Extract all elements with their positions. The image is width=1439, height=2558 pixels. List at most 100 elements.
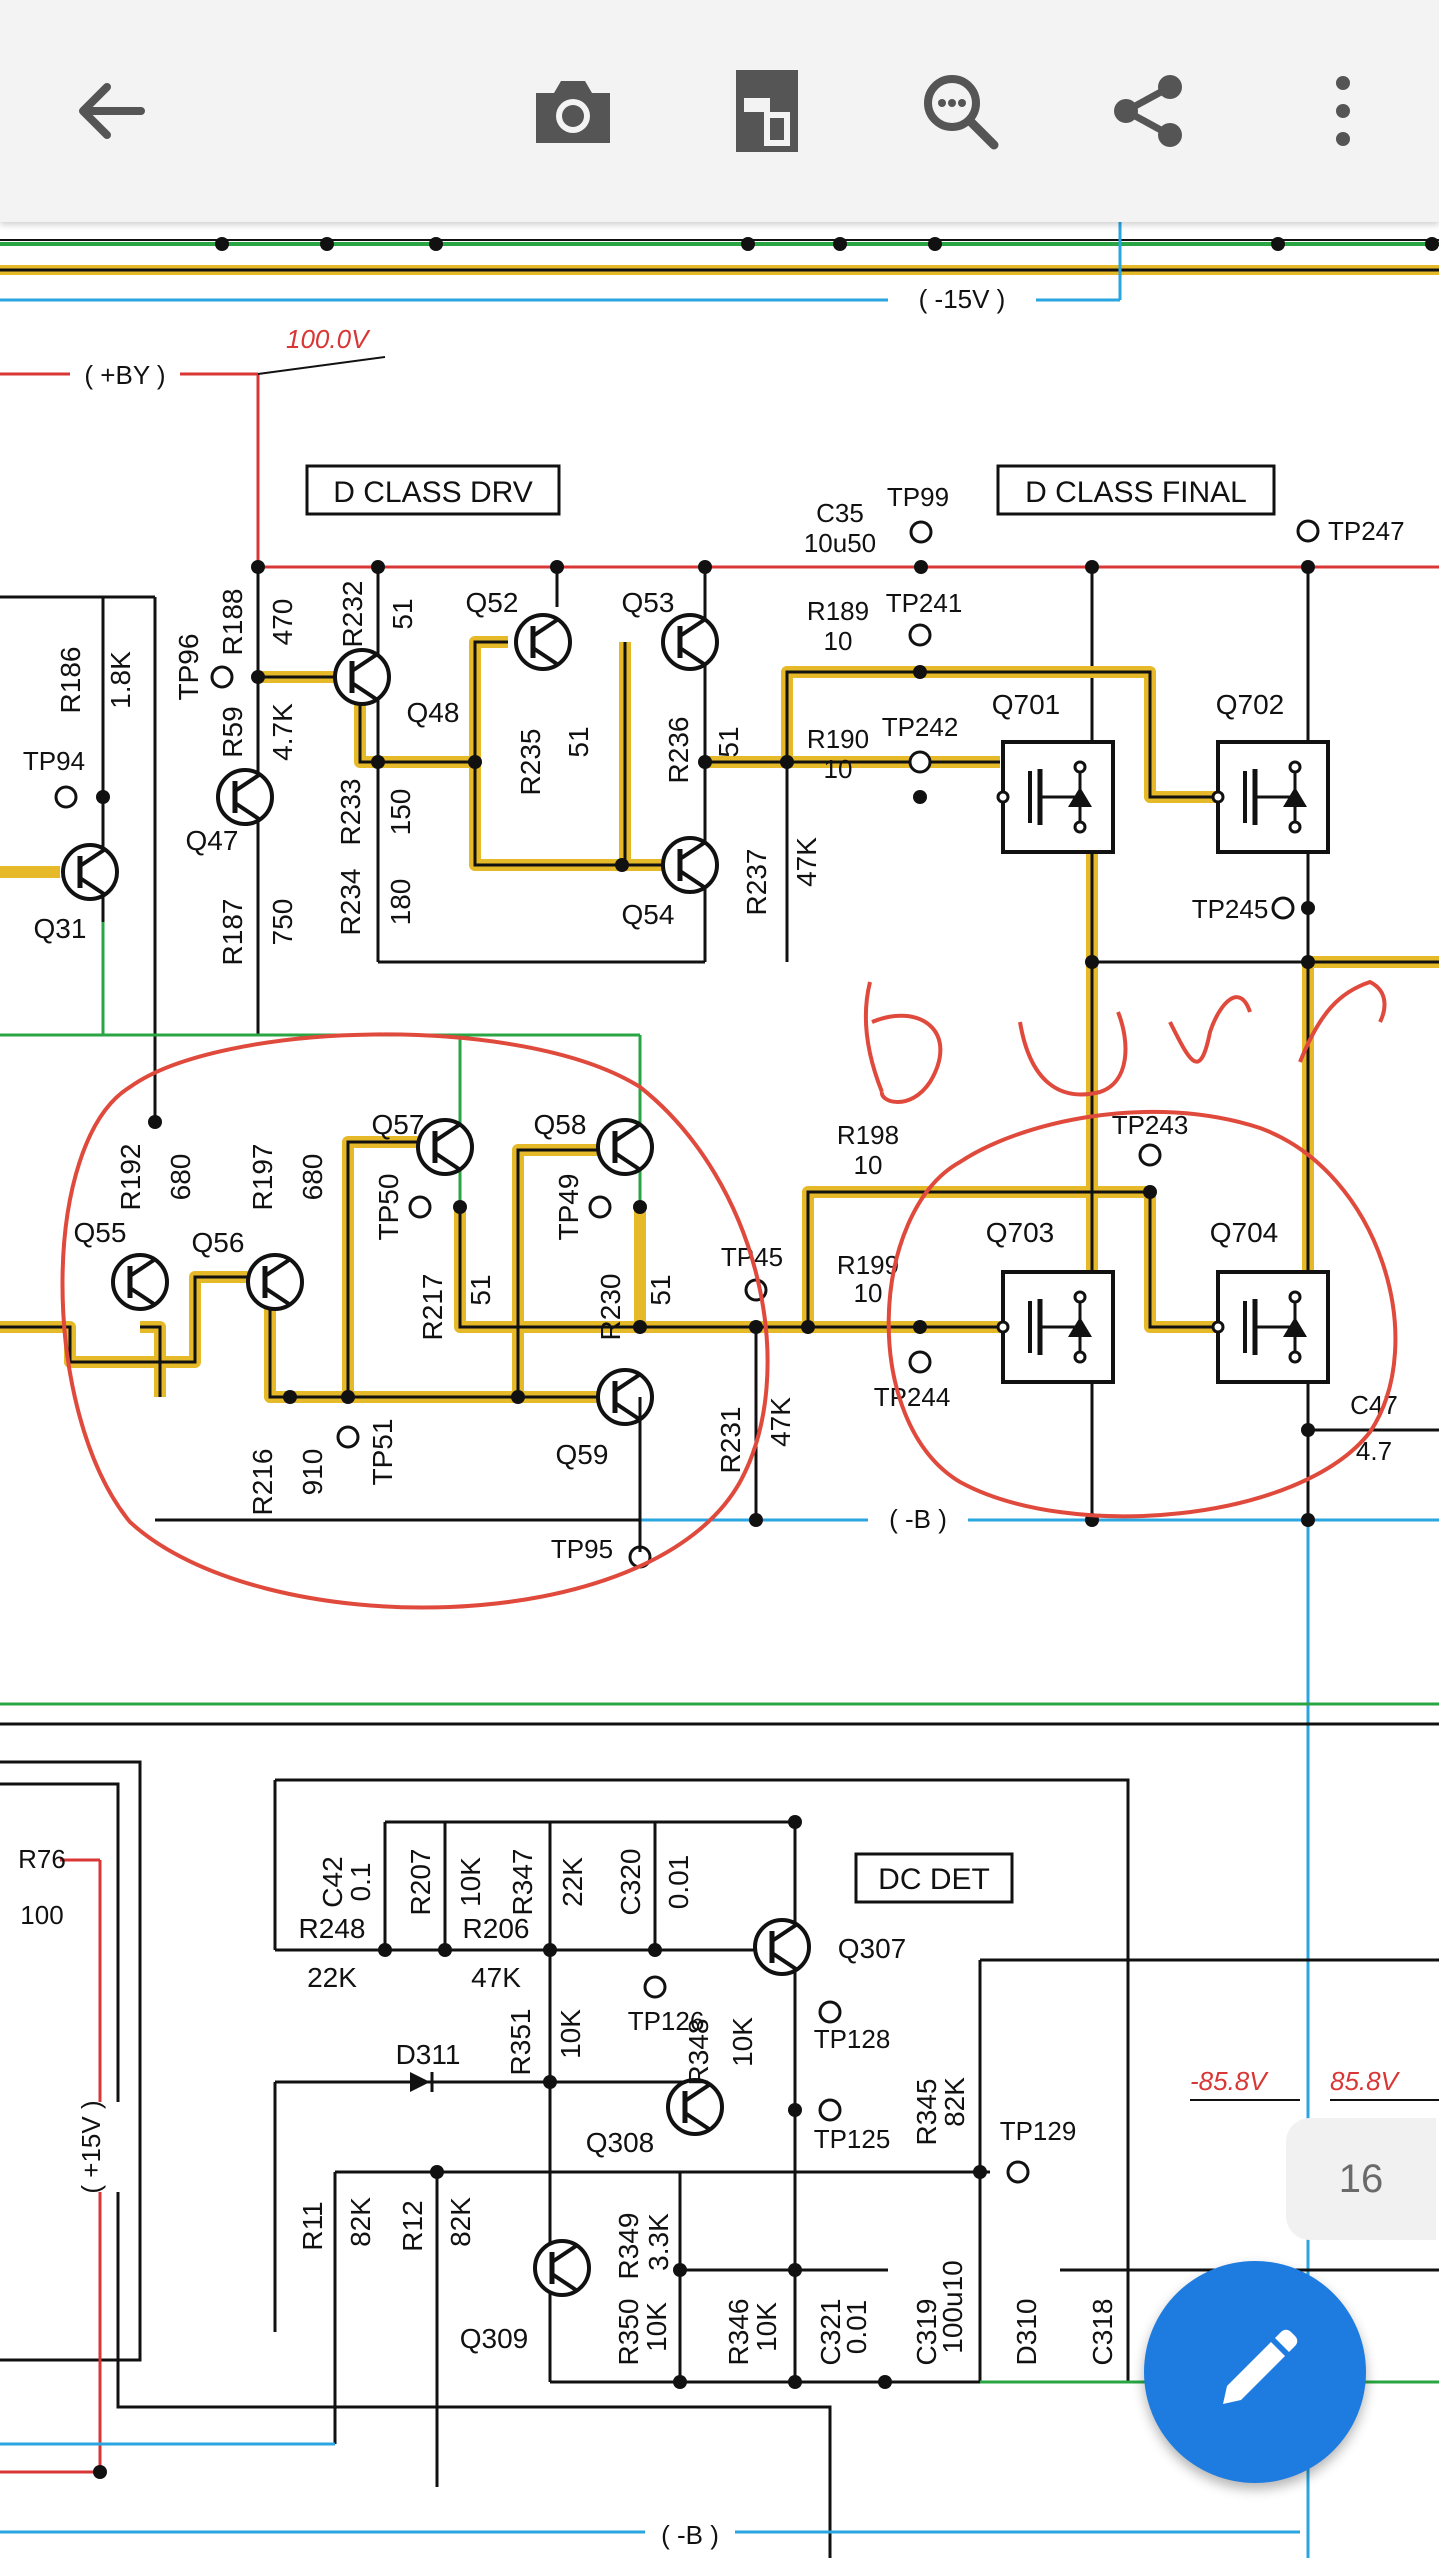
edit-fab-button[interactable] xyxy=(1144,2261,1366,2483)
more-vert-icon xyxy=(1336,76,1350,146)
r235-label: R235 xyxy=(515,729,546,796)
back-arrow-icon xyxy=(79,83,145,139)
back-button[interactable] xyxy=(46,46,176,176)
r346-label: R346 xyxy=(723,2299,754,2366)
share-icon xyxy=(1114,75,1182,147)
r351-label: R351 xyxy=(505,2009,536,2076)
tp247-label: TP247 xyxy=(1328,516,1405,546)
tp125-label: TP125 xyxy=(814,2124,891,2154)
q703-label: Q703 xyxy=(986,1217,1055,1248)
c319-value: 100u10 xyxy=(937,2260,968,2353)
more-options-button[interactable] xyxy=(1278,46,1408,176)
q57-label: Q57 xyxy=(372,1109,425,1140)
r235-value: 51 xyxy=(563,726,594,757)
r350-value: 10K xyxy=(641,2302,672,2352)
c47-label: C47 xyxy=(1350,1390,1398,1420)
r197-value: 680 xyxy=(297,1154,328,1201)
schematic-page: ( -15V ) ( +BY ) 100.0V D CLASS DRV D CL… xyxy=(0,222,1439,2558)
q701-label: Q701 xyxy=(992,689,1061,720)
c320-label: C320 xyxy=(615,1849,646,1916)
crop-button[interactable] xyxy=(702,46,832,176)
r348-label: R348 xyxy=(683,2019,714,2086)
c320-value: 0.01 xyxy=(663,1855,694,1910)
crop-icon xyxy=(736,70,798,152)
edit-pencil-icon xyxy=(1223,2329,1298,2404)
r190-label: R190 xyxy=(807,724,869,754)
q31-label: Q31 xyxy=(34,913,87,944)
top-app-bar xyxy=(0,0,1439,222)
r216-label: R216 xyxy=(247,1449,278,1516)
r232-label: R232 xyxy=(337,581,368,648)
voltage-neg858: -85.8V xyxy=(1190,2066,1269,2096)
d311-label: D311 xyxy=(396,2039,461,2070)
q56-label: Q56 xyxy=(192,1227,245,1258)
r236-label: R236 xyxy=(663,717,694,784)
c35-label: C35 xyxy=(816,498,864,528)
section-dc-det: DC DET xyxy=(878,1863,990,1896)
r189-label: R189 xyxy=(807,596,869,626)
r187-label: R187 xyxy=(217,899,248,966)
r230-label: R230 xyxy=(595,1274,626,1341)
tp241-label: TP241 xyxy=(886,588,963,618)
page-number-badge: 16 xyxy=(1286,2118,1436,2240)
r216-value: 910 xyxy=(297,1449,328,1496)
d310-label: D310 xyxy=(1011,2299,1042,2366)
tp95-label: TP95 xyxy=(551,1534,613,1564)
r347-label: R347 xyxy=(507,1849,538,1916)
tp99-label: TP99 xyxy=(887,482,949,512)
q702-label: Q702 xyxy=(1216,689,1285,720)
r234-value: 180 xyxy=(385,879,416,926)
r346-value: 10K xyxy=(751,2302,782,2352)
r351-value: 10K xyxy=(555,2009,586,2059)
rail-neg15-label: ( -15V ) xyxy=(919,284,1006,314)
c42-value: 0.1 xyxy=(345,1863,376,1902)
r230-value: 51 xyxy=(645,1274,676,1305)
c321-value: 0.01 xyxy=(841,2300,872,2355)
r198-label: R198 xyxy=(837,1120,899,1150)
section-d-class-final: D CLASS FINAL xyxy=(1025,476,1247,509)
r189-value: 10 xyxy=(824,626,853,656)
section-d-class-drv: D CLASS DRV xyxy=(333,476,533,509)
tp50-label: TP50 xyxy=(373,1174,404,1241)
q59-label: Q59 xyxy=(556,1439,609,1470)
r232-value: 51 xyxy=(387,598,418,629)
r349-label: R349 xyxy=(613,2213,644,2280)
q309-label: Q309 xyxy=(460,2323,529,2354)
r248-label: R248 xyxy=(299,1913,366,1944)
tp243-label: TP243 xyxy=(1112,1110,1189,1140)
r347-value: 22K xyxy=(557,1857,588,1907)
tp51-label: TP51 xyxy=(367,1419,398,1486)
r206-value: 47K xyxy=(471,1962,521,1993)
camera-icon xyxy=(536,81,610,143)
r190-value: 10 xyxy=(824,754,853,784)
c319-label: C319 xyxy=(911,2299,942,2366)
q704-label: Q704 xyxy=(1210,1217,1279,1248)
hand-annotation-circles xyxy=(60,979,1398,1610)
r350-label: R350 xyxy=(613,2299,644,2366)
c321-label: C321 xyxy=(815,2299,846,2366)
r207-label: R207 xyxy=(405,1849,436,1916)
r186-label: R186 xyxy=(55,647,86,714)
share-button[interactable] xyxy=(1083,46,1213,176)
c318-label: C318 xyxy=(1087,2299,1118,2366)
q55-label: Q55 xyxy=(74,1217,127,1248)
r199-label: R199 xyxy=(837,1250,899,1280)
tp94-label: TP94 xyxy=(23,746,85,776)
q53-label: Q53 xyxy=(622,587,675,618)
r237-value: 47K xyxy=(791,837,822,887)
q54-label: Q54 xyxy=(622,899,675,930)
rail-plusby-label: ( +BY ) xyxy=(84,360,165,390)
r11-label: R11 xyxy=(297,2201,328,2250)
r12-label: R12 xyxy=(397,2200,428,2251)
tp96-label: TP96 xyxy=(173,634,204,701)
document-viewer[interactable]: ( -15V ) ( +BY ) 100.0V D CLASS DRV D CL… xyxy=(0,222,1439,2558)
r236-value: 51 xyxy=(713,726,744,757)
q48-label: Q48 xyxy=(407,697,460,728)
r192-value: 680 xyxy=(165,1154,196,1201)
camera-button[interactable] xyxy=(508,46,638,176)
r349-value: 3.3K xyxy=(643,2213,674,2271)
r12-value: 82K xyxy=(445,2197,476,2247)
search-button[interactable] xyxy=(895,46,1025,176)
r345-value: 82K xyxy=(939,2077,970,2127)
tp49-label: TP49 xyxy=(553,1174,584,1241)
